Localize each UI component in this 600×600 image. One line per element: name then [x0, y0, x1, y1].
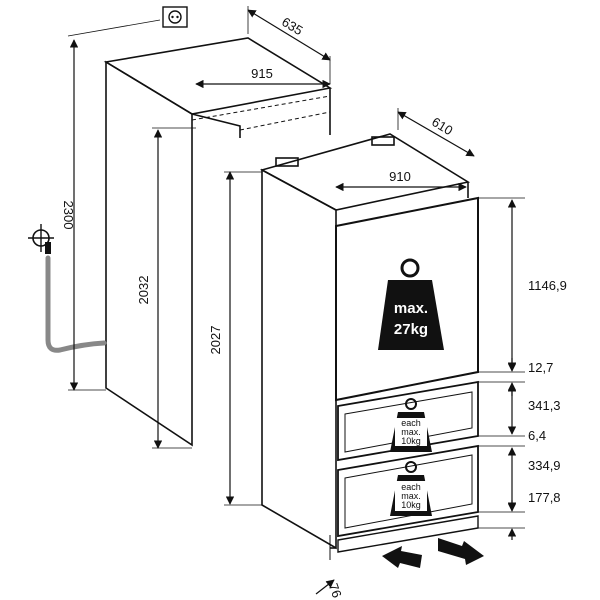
lower-drawer-weight-line2: max. [401, 491, 421, 501]
cabinet-top [103, 37, 333, 115]
cabinet [103, 37, 333, 447]
upper-drawer-weight-line2: max. [401, 427, 421, 437]
dim-gap-upper: 12,7 [528, 360, 553, 375]
dim-door-upper: 1146,9 [528, 278, 567, 293]
cabinet-hidden-edges [191, 95, 331, 131]
upper-drawer-weight-line3: 10kg [401, 436, 421, 446]
dim-cabinet-width: 915 [251, 66, 273, 81]
electrical-socket-icon [162, 6, 188, 28]
appliance [259, 133, 471, 560]
dim-cabinet-depth: 635 [279, 14, 305, 38]
arrow-icon [438, 538, 484, 565]
weight-icon [378, 258, 444, 350]
dim-appliance-width: 910 [389, 169, 411, 184]
dim-cabinet-height: 2300 [61, 201, 76, 230]
appliance-top [259, 133, 471, 211]
water-hose [45, 255, 107, 353]
niche-opening [191, 113, 241, 138]
dim-gap-middle: 6,4 [528, 428, 546, 443]
dim-drawer-lower: 334,9 [528, 458, 561, 473]
door-weight-line2: 27kg [394, 321, 428, 338]
dim-side-offset: 76 [326, 581, 345, 600]
door-weight-line1: max. [394, 300, 428, 317]
lower-drawer-weight-line3: 10kg [401, 500, 421, 510]
dim-appliance-height: 2027 [208, 326, 223, 355]
dim-appliance-depth: 610 [429, 114, 455, 138]
cabinet-side [105, 60, 193, 447]
dim-niche-height: 2032 [136, 276, 151, 305]
dim-plinth: 177,8 [528, 490, 561, 505]
water-tap-icon [28, 224, 54, 254]
lower-drawer-weight-line1: each [401, 482, 421, 492]
upper-drawer-weight-line1: each [401, 418, 421, 428]
dim-drawer-upper: 341,3 [528, 398, 561, 413]
arrow-icon [382, 546, 422, 568]
appliance-side [261, 168, 337, 550]
dimension-lines [67, 6, 525, 595]
